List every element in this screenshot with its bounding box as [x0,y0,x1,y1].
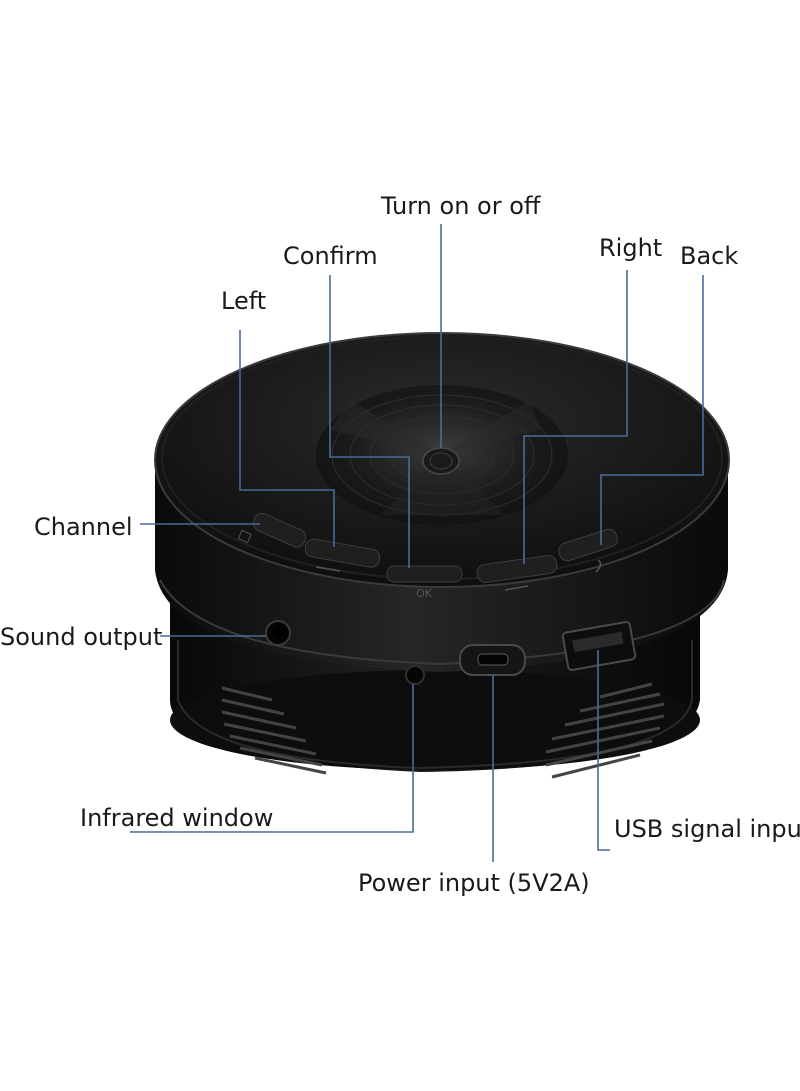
minus-icon [315,566,341,572]
label-left: Left [221,287,267,315]
label-infrared-window: Infrared window [80,804,274,832]
vent-left [221,686,327,775]
ok-button-label: OK [416,587,433,600]
label-power-input: Power input (5V2A) [358,869,590,897]
channel-button[interactable] [251,511,309,550]
label-usb-signal-input: USB signal input [614,815,800,843]
vent-right [545,682,665,779]
callout-line-back [600,275,704,545]
back-button[interactable] [557,527,620,563]
callout-lines [130,224,704,862]
left-button[interactable] [304,538,381,569]
callout-line-confirm [329,275,410,568]
callout-line-right [523,270,628,564]
label-back: Back [680,242,739,270]
channel-icon [237,529,252,544]
ports [265,620,637,685]
confirm-button[interactable] [386,565,463,583]
label-right: Right [599,234,663,262]
callout-line-left [239,330,335,547]
right-button[interactable] [476,555,558,584]
front-buttons: OK [237,511,620,600]
label-channel: Channel [34,513,133,541]
minus-icon [504,585,529,591]
power-button[interactable] [422,447,460,475]
callout-line-infrared [130,684,414,833]
label-sound-output: Sound output [0,623,163,651]
label-confirm: Confirm [283,242,378,270]
callout-line-usb [597,650,610,851]
label-turn-on-off: Turn on or off [381,192,541,220]
return-icon [595,559,602,573]
infrared-window-port [405,665,425,685]
